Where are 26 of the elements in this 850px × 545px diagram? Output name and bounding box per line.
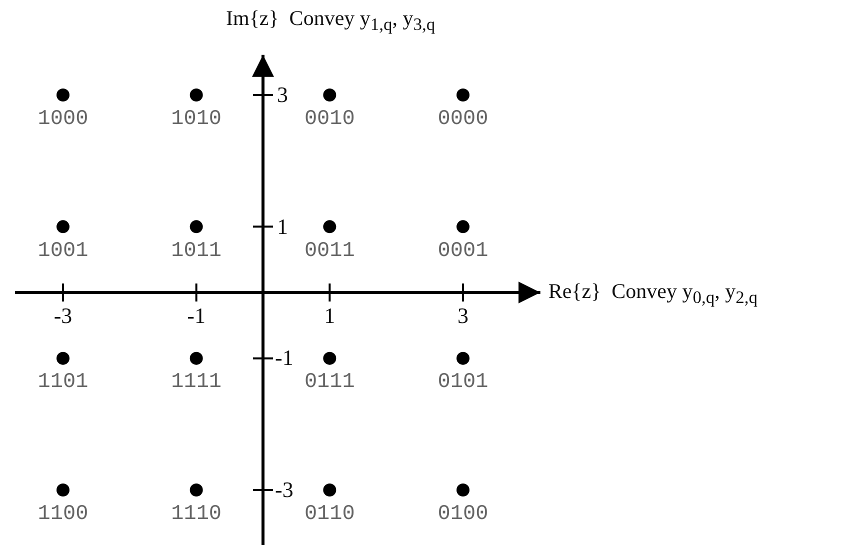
tick-label: -3 [54, 304, 72, 326]
point-label: 1100 [38, 504, 88, 525]
point-label: 1000 [38, 109, 88, 130]
point-label: 0000 [438, 109, 488, 130]
point-label: 1111 [171, 372, 222, 394]
point-label: 0001 [438, 240, 488, 262]
point-label: 0101 [438, 372, 488, 394]
point-label: 1001 [38, 240, 88, 262]
point-label: 0010 [304, 109, 355, 130]
tick-label: 3 [458, 304, 468, 326]
tick-label: 3 [277, 84, 288, 106]
point-label: 0011 [304, 240, 355, 262]
tick-label: -1 [187, 304, 206, 326]
point-label: 1110 [171, 504, 222, 525]
point-label: 1011 [171, 240, 222, 262]
point-label: 0110 [304, 504, 355, 525]
tick-label: 1 [277, 216, 288, 238]
tick-label: -1 [275, 347, 294, 370]
tick-label: 1 [324, 304, 336, 326]
axis-title: Re{z} Convey y$_{0,q}$, y$_{2,q}$ [548, 280, 758, 306]
point-label: 1010 [171, 109, 222, 130]
point-label: 0111 [304, 372, 355, 394]
point-label: 0100 [438, 504, 488, 525]
point-label: 1101 [38, 372, 88, 394]
axis-title: Im{z} Convey y$_{1,q}$, y$_{3,q}$ [226, 8, 436, 34]
tick-label: -3 [275, 479, 294, 501]
